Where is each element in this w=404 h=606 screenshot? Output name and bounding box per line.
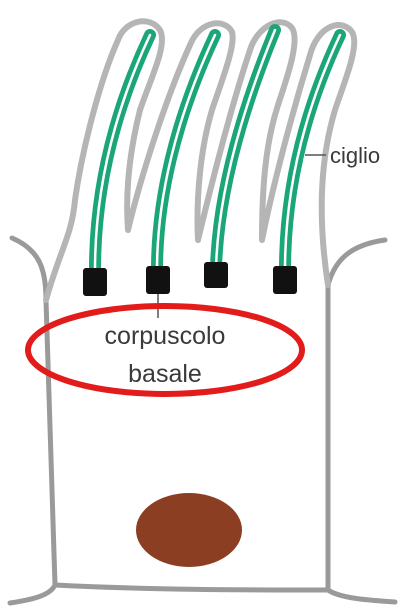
cell-membrane-bottom [55, 585, 328, 590]
cilium-icon [157, 35, 215, 270]
basal-body-icon [204, 262, 228, 288]
basal-body-label-line2: basale [128, 360, 202, 388]
basal-body-icon [273, 266, 297, 294]
cell-membrane-right [328, 240, 395, 602]
basal-body-icon [146, 266, 170, 294]
nucleus-icon [136, 493, 242, 567]
basal-bodies [83, 262, 297, 296]
cilium-label: ciglio [330, 143, 380, 168]
basal-body-label-line1: corpuscolo [105, 322, 226, 350]
basal-body-icon [83, 268, 107, 296]
